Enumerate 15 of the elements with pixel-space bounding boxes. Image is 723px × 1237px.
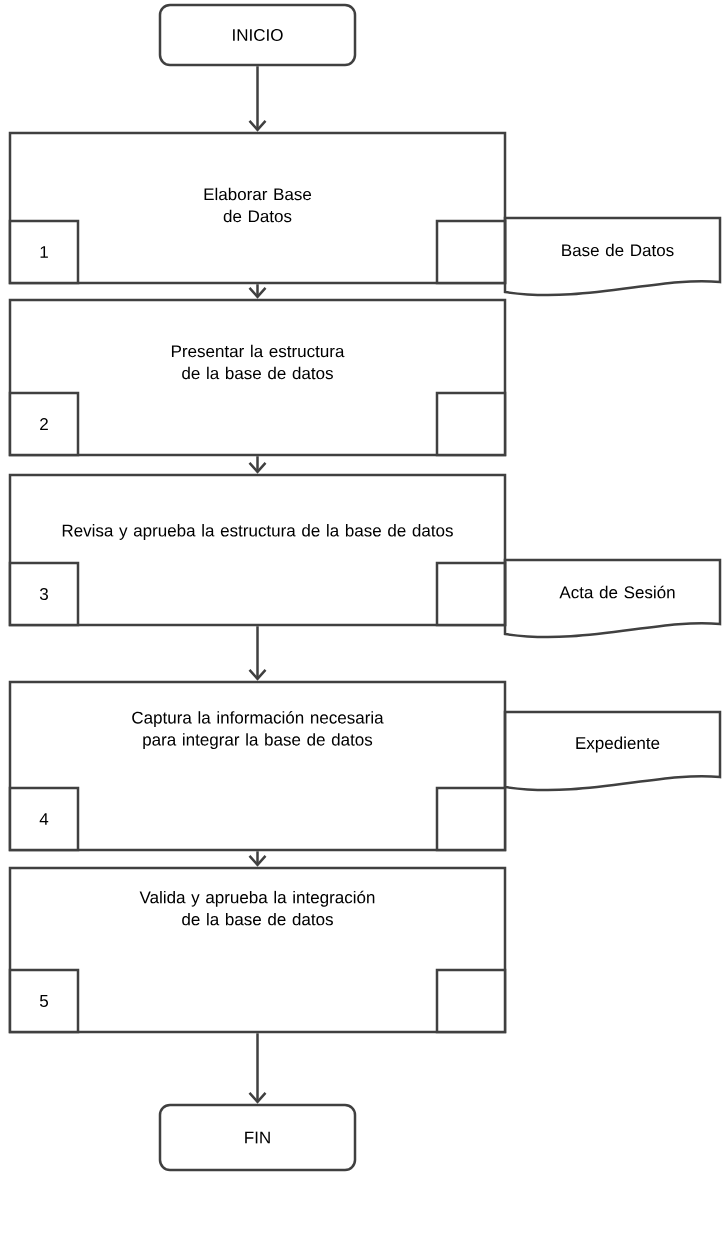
- empty-box: [435, 786, 507, 852]
- step-number-box: 3: [8, 561, 80, 627]
- empty-box: [435, 968, 507, 1034]
- step-number-box: 5: [8, 968, 80, 1034]
- arrow: [248, 626, 267, 681]
- arrow: [248, 1033, 267, 1104]
- arrow: [248, 66, 267, 132]
- empty-box: [435, 219, 507, 285]
- step-number-box: 4: [8, 786, 80, 852]
- terminal-box: FIN: [158, 1103, 357, 1172]
- empty-box: [435, 391, 507, 457]
- step-number-box: 2: [8, 391, 80, 457]
- step-number-box: 1: [8, 219, 80, 285]
- terminal-box: INICIO: [158, 3, 357, 67]
- empty-box: [435, 561, 507, 627]
